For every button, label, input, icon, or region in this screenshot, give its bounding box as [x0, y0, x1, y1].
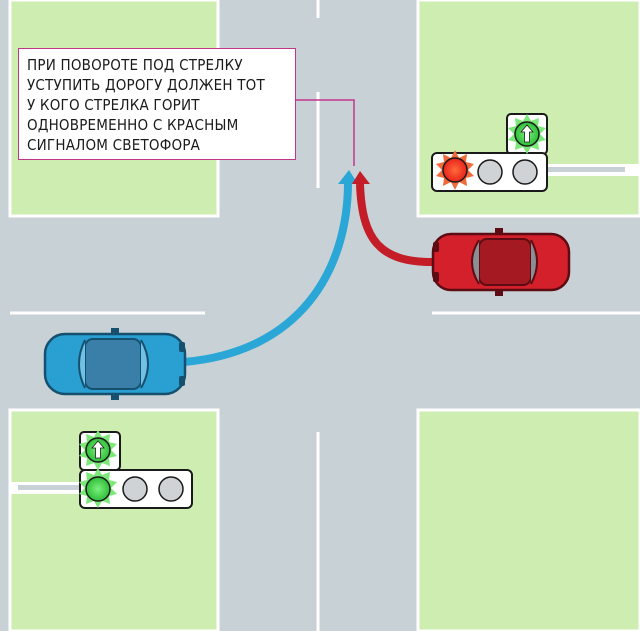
red-car — [431, 228, 571, 296]
callout-line: У КОГО СТРЕЛКА ГОРИТ — [27, 96, 200, 114]
callout-line: СИГНАЛОМ СВЕТОФОРА — [27, 136, 201, 154]
blue-car-path — [183, 181, 352, 366]
arrow-up-icon — [91, 440, 105, 459]
arrow-up-icon — [520, 124, 534, 143]
callout-pointer — [296, 99, 355, 166]
red-signal-light — [436, 150, 474, 190]
green-arrow-signal — [79, 430, 117, 470]
lane-markings — [10, 0, 640, 631]
callout-line: ПРИ ПОВОРОТЕ ПОД СТРЕЛКУ — [27, 56, 243, 74]
traffic-light-bottom-left — [10, 430, 193, 509]
unlit-signal — [512, 159, 538, 185]
callout-line: ОДНОВРЕМЕННО С КРАСНЫМ — [27, 116, 239, 134]
green-signal-light — [79, 468, 117, 508]
green-arrow-signal — [508, 114, 546, 154]
red-car-path — [356, 183, 433, 266]
blue-car — [43, 328, 187, 400]
blue-path-arrowhead — [338, 170, 358, 184]
rule-callout: ПРИ ПОВОРОТЕ ПОД СТРЕЛКУ УСТУПИТЬ ДОРОГУ… — [18, 48, 296, 160]
callout-line: УСТУПИТЬ ДОРОГУ ДОЛЖЕН ТОТ — [27, 76, 265, 94]
unlit-signal — [477, 159, 503, 185]
red-path-arrowhead — [352, 171, 370, 184]
unlit-signal — [122, 476, 148, 502]
traffic-light-top-right — [431, 113, 640, 192]
grass-bottom-right — [416, 408, 640, 631]
unlit-signal — [158, 476, 184, 502]
